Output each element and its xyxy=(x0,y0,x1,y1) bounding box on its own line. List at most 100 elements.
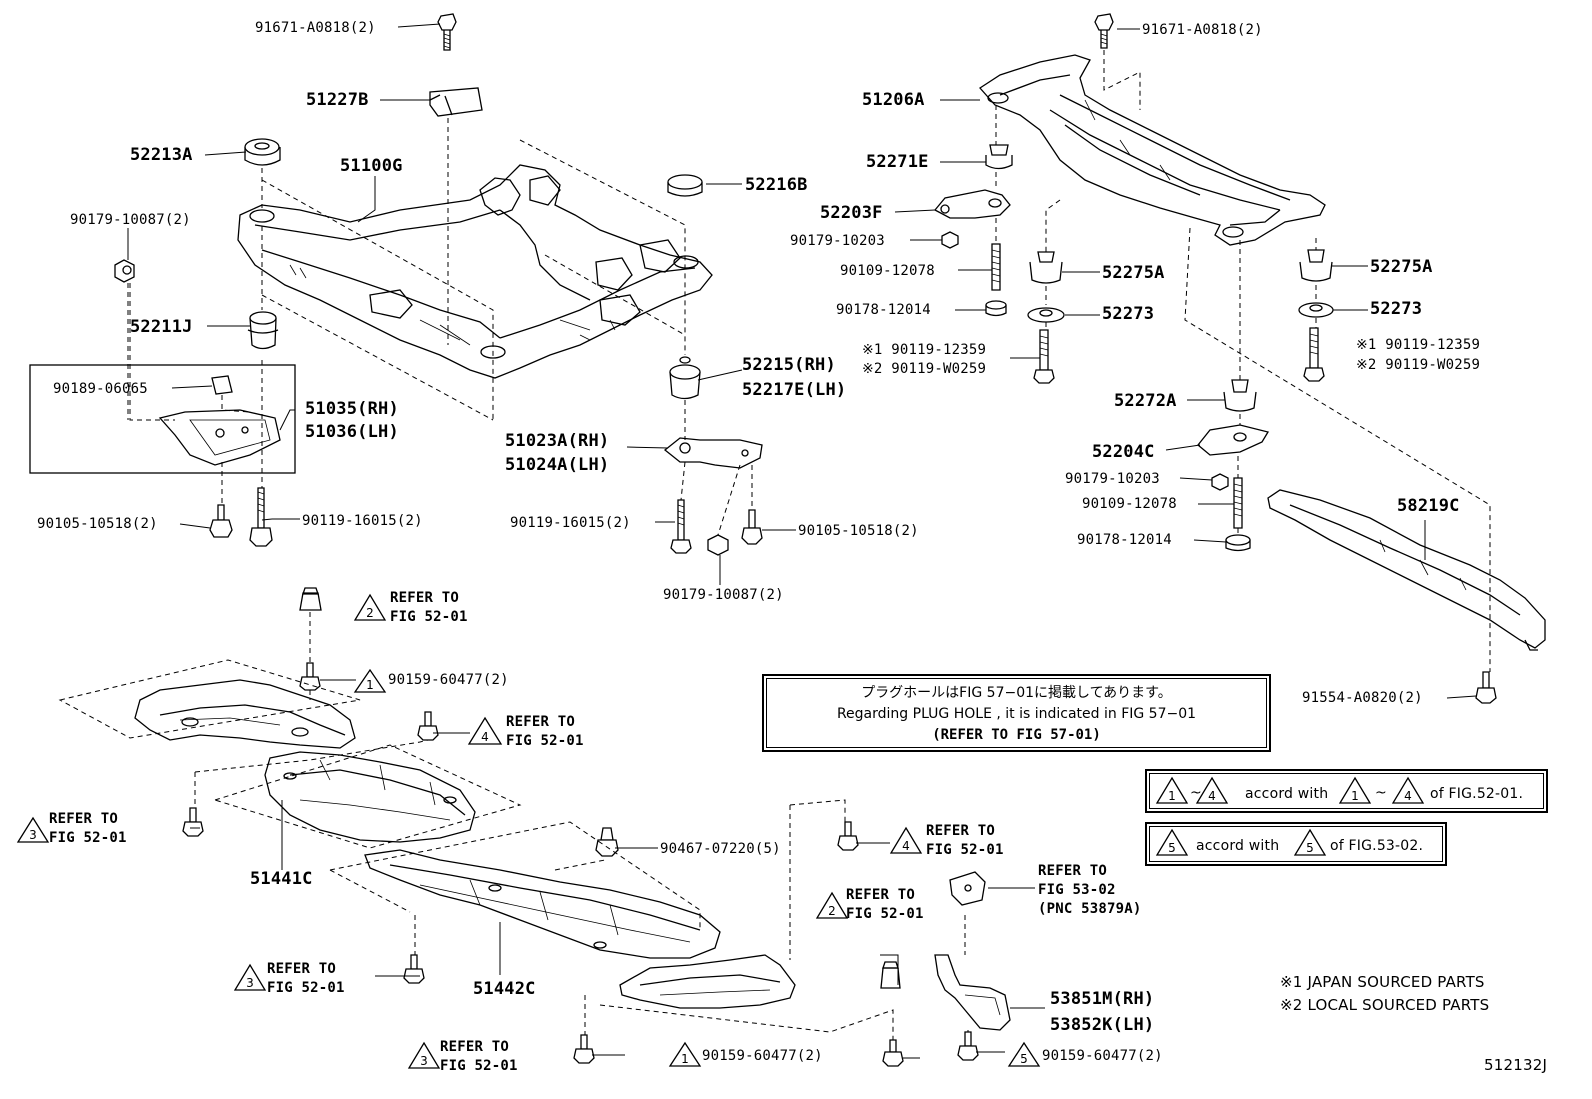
triangle-4-acc xyxy=(1195,776,1229,804)
washer-52273-b xyxy=(1298,302,1334,318)
accord-52-tilde2: ~ xyxy=(1375,785,1387,801)
triangle-2-b xyxy=(815,891,849,919)
triangle-5-a-num: 5 xyxy=(1020,1052,1028,1066)
label-52213a: 52213A xyxy=(130,145,193,165)
triangle-4-b xyxy=(889,826,923,854)
bushing-52275a-b xyxy=(1299,249,1333,282)
bolt-90159-a xyxy=(299,662,321,691)
bushing-52271e xyxy=(985,144,1013,170)
bolt-90119-left xyxy=(249,487,273,547)
washer-52273-a xyxy=(1027,307,1065,323)
under-cover-51441c xyxy=(264,751,476,843)
label-90109-b: 90109-12078 xyxy=(1082,496,1177,512)
label-91671-right: 91671-A0818(2) xyxy=(1142,22,1263,38)
bushing-52213a xyxy=(244,138,281,166)
bracket-51035 xyxy=(158,409,281,466)
clip-90467 xyxy=(595,827,619,857)
label-90159-a: 90159-60477(2) xyxy=(388,672,509,688)
under-cover-upper xyxy=(134,679,356,749)
note-japanese: プラグホールはFIG 57−01に掲載してあります。 xyxy=(861,685,1172,701)
label-90178-a: 90178-12014 xyxy=(836,302,931,318)
label-53852k: 53852K(LH) xyxy=(1050,1015,1155,1035)
triangle-3-c xyxy=(407,1041,441,1069)
rear-crossmember-51206a xyxy=(979,54,1326,246)
triangle-1-b-num: 1 xyxy=(681,1052,689,1066)
bolt-90159-b xyxy=(882,1039,904,1067)
triangle-5-a xyxy=(1007,1041,1041,1067)
bushing-52272a xyxy=(1223,379,1257,412)
label-90178-b: 90178-12014 xyxy=(1077,532,1172,548)
accord-53-tail: of FIG.53-02. xyxy=(1330,838,1424,854)
triangle-3-c-num: 3 xyxy=(420,1054,428,1068)
triangle-3-a xyxy=(16,816,50,843)
bracket-51023a xyxy=(663,437,763,469)
label-52273-a: 52273 xyxy=(1102,304,1155,324)
bolt-90119-mid xyxy=(670,499,692,554)
label-x1-a: ※1 90119-12359 xyxy=(862,342,987,358)
figure-code: 512132J xyxy=(1484,1056,1548,1074)
triangle-4-acc2-num: 4 xyxy=(1404,789,1412,803)
label-52217e: 52217E(LH) xyxy=(742,380,847,400)
triangle-1-acc2 xyxy=(1338,776,1372,804)
bushing-52275a-a xyxy=(1029,251,1063,284)
label-52203f: 52203F xyxy=(820,203,883,223)
triangle-5-acc2 xyxy=(1293,828,1327,856)
label-51036: 51036(LH) xyxy=(305,422,399,442)
bushing-52211j xyxy=(247,311,279,350)
under-cover-rear xyxy=(619,954,796,1009)
label-90179-10087-b: 90179-10087(2) xyxy=(663,587,784,603)
bracket-51227b xyxy=(429,87,483,117)
triangle-3-a-num: 3 xyxy=(29,828,37,842)
triangle-3-b-num: 3 xyxy=(246,976,254,990)
accord-53-text: accord with xyxy=(1196,838,1280,854)
note-english: Regarding PLUG HOLE , it is indicated in… xyxy=(836,706,1197,722)
triangle-4-b-num: 4 xyxy=(902,839,910,853)
label-90119-16015-b: 90119-16015(2) xyxy=(510,515,631,531)
triangle-5-acc2-num: 5 xyxy=(1306,841,1314,855)
label-90119-16015-a: 90119-16015(2) xyxy=(302,513,423,529)
triangle-1-a-num: 1 xyxy=(366,678,374,692)
label-51023a: 51023A(RH) xyxy=(505,431,610,451)
washer-90178-b xyxy=(1225,534,1251,552)
note-refer: (REFER TO FIG 57-01) xyxy=(932,727,1101,743)
plug-hole-note: プラグホールはFIG 57−01に掲載してあります。 Regarding PLU… xyxy=(762,674,1271,752)
triangle-1-a xyxy=(353,668,387,693)
brace-58219c xyxy=(1267,489,1546,651)
label-51100g: 51100G xyxy=(340,156,403,176)
label-90179-10087-a: 90179-10087(2) xyxy=(70,212,191,228)
label-51024a: 51024A(LH) xyxy=(505,455,610,475)
bushing-52216b xyxy=(667,174,703,197)
clip-ref2-b xyxy=(880,961,901,989)
bolt-ref4-a xyxy=(417,711,439,741)
label-91554: 91554-A0820(2) xyxy=(1302,690,1423,706)
label-90109-a: 90109-12078 xyxy=(840,263,935,279)
label-53851m: 53851M(RH) xyxy=(1050,989,1155,1009)
label-90159-c: 90159-60477(2) xyxy=(1042,1048,1163,1064)
triangle-4-a-num: 4 xyxy=(481,730,489,744)
label-52204c: 52204C xyxy=(1092,442,1155,462)
clip-upper-1 xyxy=(299,587,322,611)
triangle-4-a xyxy=(467,716,503,745)
footnote-japan: ※1 JAPAN SOURCED PARTS xyxy=(1280,973,1485,991)
label-52275a-a: 52275A xyxy=(1102,263,1165,283)
triangle-5-acc-num: 5 xyxy=(1168,841,1176,855)
triangle-2-b-num: 2 xyxy=(828,904,836,918)
bolt-90119-12359-a xyxy=(1033,329,1055,384)
triangle-4-acc-num: 4 xyxy=(1208,789,1216,803)
label-52272a: 52272A xyxy=(1114,391,1177,411)
label-90179-10203-b: 90179-10203 xyxy=(1065,471,1160,487)
bolt-91671-right xyxy=(1094,13,1114,49)
label-90105-b: 90105-10518(2) xyxy=(798,523,919,539)
label-52275a-b: 52275A xyxy=(1370,257,1433,277)
bracket-52203f xyxy=(933,189,1011,219)
bracket-52204c xyxy=(1197,424,1270,456)
bolt-90105-left xyxy=(209,504,233,538)
triangle-3-b xyxy=(233,963,267,991)
bolt-90119-12359-b xyxy=(1303,327,1325,382)
